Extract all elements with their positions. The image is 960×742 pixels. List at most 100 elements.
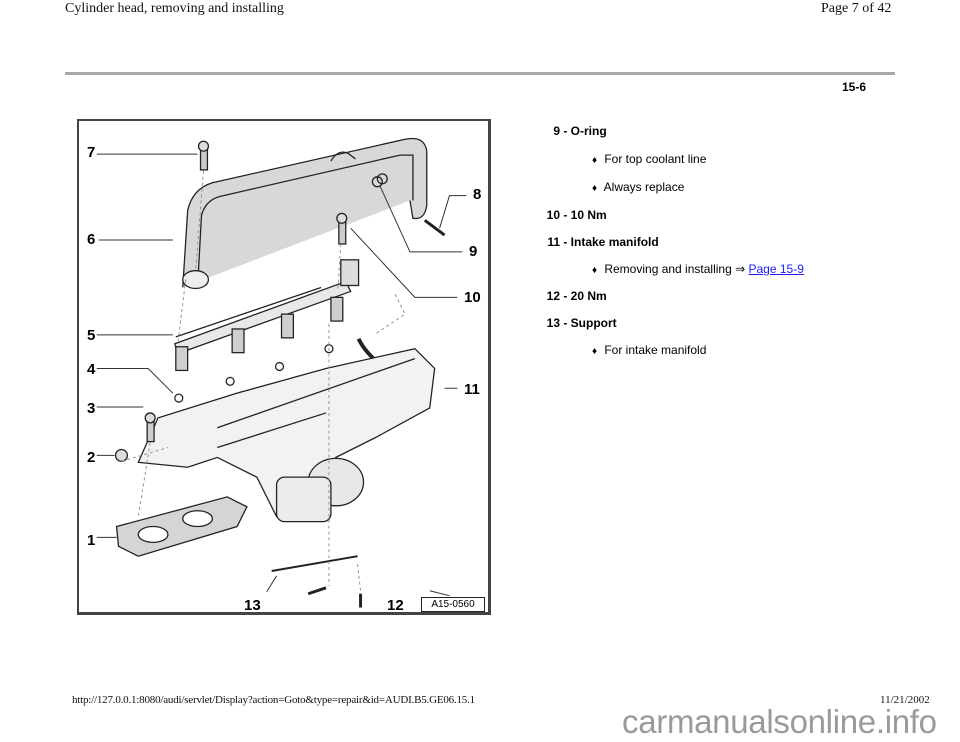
diamond-bullet-icon: ♦ (592, 346, 598, 357)
o-ring-9 (371, 176, 383, 188)
exploded-diagram: 1 2 3 4 5 6 7 8 9 10 11 12 13 A15-0560 (77, 119, 491, 615)
document-title: Cylinder head, removing and installing (65, 1, 284, 16)
injector (175, 346, 189, 372)
bullet-text: Always replace (603, 180, 685, 194)
arrow-icon: ⇒ (735, 262, 746, 276)
assembly-line (375, 294, 406, 335)
item-label: 10 Nm (570, 208, 607, 222)
manifold-detail (217, 357, 416, 449)
coolant-pipe (182, 137, 428, 288)
nut-2 (114, 448, 129, 462)
bolt-10-head (336, 212, 348, 224)
leader-line (429, 590, 450, 597)
callout-2: 2 (87, 449, 96, 466)
injector (330, 296, 344, 322)
support-bracket (271, 555, 358, 572)
leader-line (266, 575, 278, 593)
callout-11: 11 (464, 381, 480, 398)
item-label: O-ring (570, 124, 607, 138)
injector (280, 313, 295, 339)
footer-url: http://127.0.0.1:8080/audi/servlet/Displ… (72, 694, 475, 706)
callout-9: 9 (469, 243, 478, 260)
assembly-line (121, 447, 169, 462)
callout-1: 1 (87, 532, 96, 549)
callout-12: 12 (387, 597, 404, 614)
item-separator: - (560, 208, 571, 222)
bolt-3-head (144, 412, 156, 424)
header-rule (65, 72, 895, 75)
leader-lines (96, 153, 467, 597)
assembly-lines (121, 170, 406, 591)
support-bolt (307, 586, 327, 596)
callout-3: 3 (87, 400, 96, 417)
diamond-bullet-icon: ♦ (592, 265, 598, 276)
item-label: Support (570, 316, 617, 330)
section-number: 15-6 (842, 80, 867, 94)
legend-bullet: ♦ Removing and installing ⇒ Page 15-9 (592, 262, 804, 276)
gasket-port (182, 510, 214, 528)
callout-13: 13 (244, 597, 261, 614)
assembly-line (357, 564, 361, 591)
fuel-rail (174, 280, 352, 355)
throttle-housing (275, 476, 332, 523)
callout-4: 4 (87, 361, 96, 378)
footer-date: 11/21/2002 (880, 694, 930, 706)
item-separator: - (560, 124, 571, 138)
pressure-regulator (340, 259, 360, 287)
item-number: 10 (546, 208, 560, 222)
leader-line (439, 195, 467, 229)
o-ring (274, 361, 285, 372)
item-number: 13 (546, 316, 560, 330)
pipe-branch (330, 151, 357, 162)
legend-item-9: 9 - O-ring (525, 124, 607, 138)
leader-line (350, 227, 458, 298)
coolant-pipe-edge (196, 154, 414, 288)
bullet-text: For top coolant line (604, 152, 707, 166)
legend-bullet: ♦ Always replace (592, 180, 684, 194)
callout-7: 7 (87, 144, 96, 161)
item-number: 12 (546, 289, 560, 303)
leader-line (96, 367, 174, 394)
leader-line (379, 186, 463, 253)
fuel-line (175, 286, 322, 338)
pipe-end (182, 270, 210, 290)
legend-item-13: 13 - Support (525, 316, 617, 330)
o-ring (225, 376, 235, 386)
legend-item-12: 12 - 20 Nm (525, 289, 607, 303)
gasket (115, 496, 248, 557)
page-indicator: Page 7 of 42 (821, 1, 892, 16)
legend-item-11: 11 - Intake manifold (525, 235, 659, 249)
o-ring (174, 393, 184, 403)
watermark: carmanualsonline.info (622, 703, 937, 740)
item-label: 20 Nm (570, 289, 607, 303)
injector (231, 328, 245, 354)
assembly-line (177, 279, 187, 344)
item-number: 9 (553, 124, 560, 138)
legend-item-10: 10 - 10 Nm (525, 208, 607, 222)
page-link[interactable]: Page 15-9 (748, 262, 804, 276)
manifold-body (137, 348, 436, 520)
bolt-8 (423, 219, 446, 237)
callout-10: 10 (464, 289, 481, 306)
gasket-port (137, 525, 169, 543)
callout-6: 6 (87, 231, 96, 248)
diamond-bullet-icon: ♦ (592, 183, 598, 194)
legend-bullet: ♦ For intake manifold (592, 343, 706, 357)
item-number: 11 (547, 235, 560, 249)
intake-manifold-illustration (96, 137, 467, 608)
item-separator: - (560, 235, 571, 249)
callout-5: 5 (87, 327, 96, 344)
bullet-text: For intake manifold (604, 343, 707, 357)
assembly-line (195, 170, 204, 272)
assembly-line (337, 243, 342, 290)
item-separator: - (560, 289, 571, 303)
bullet-text: Removing and installing (604, 262, 732, 276)
figure-id-label: A15-0560 (421, 597, 485, 612)
assembly-line (137, 442, 151, 517)
item-separator: - (560, 316, 571, 330)
injectors (175, 296, 344, 372)
item-label: Intake manifold (570, 235, 659, 249)
legend-bullet: ♦ For top coolant line (592, 152, 706, 166)
bolt-7-head (197, 140, 210, 152)
callout-8: 8 (473, 186, 482, 203)
